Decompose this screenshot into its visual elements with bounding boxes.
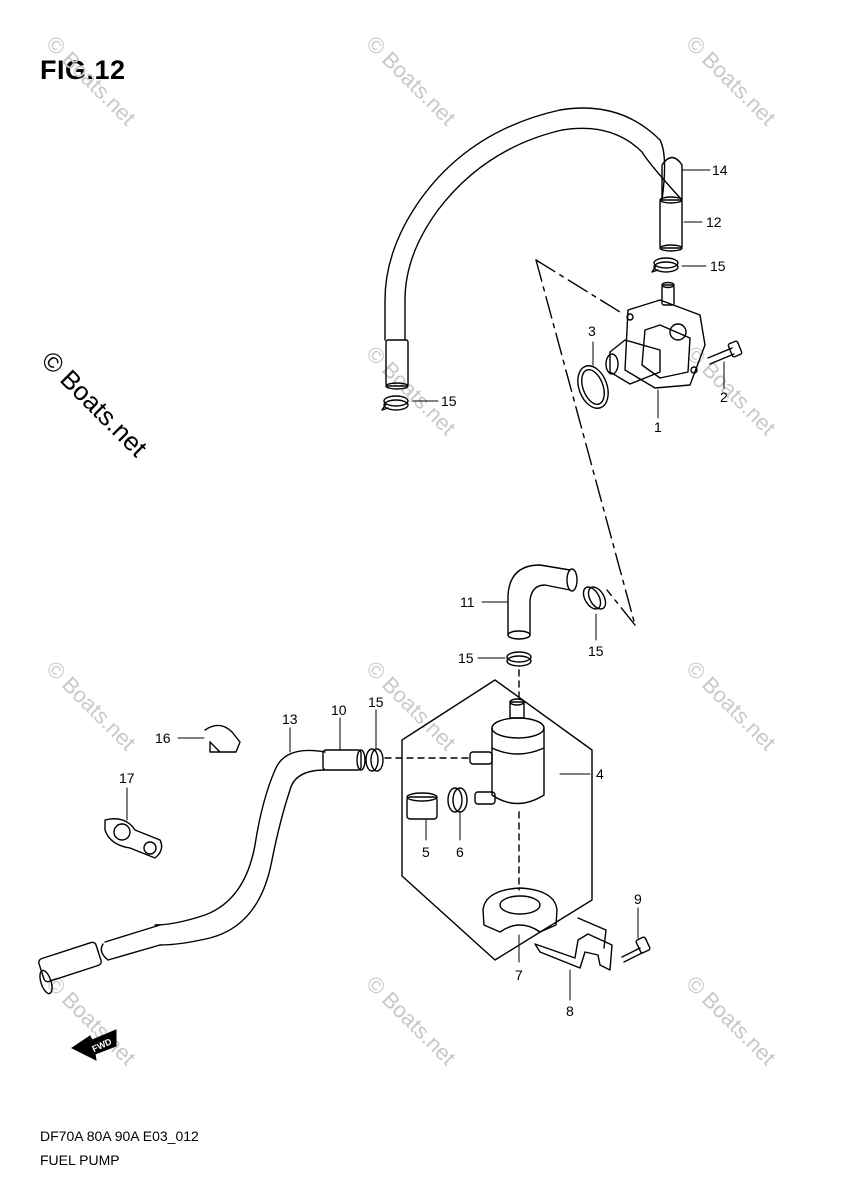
filter-holder-7 (482, 887, 558, 933)
callout-12: 12 (706, 214, 722, 230)
fwd-arrow: FWD (71, 1029, 117, 1061)
callout-16: 16 (155, 730, 171, 746)
clamp-15-filter-left (365, 748, 384, 772)
watermark: © Boats.net (361, 341, 460, 440)
watermark: © Boats.net (41, 656, 140, 755)
bolt-2 (707, 340, 743, 365)
callout-6: 6 (456, 844, 464, 860)
callout-14: 14 (712, 162, 728, 178)
callout-5: 5 (422, 844, 430, 860)
figure-name: FUEL PUMP (40, 1152, 120, 1168)
callout-1: 1 (654, 419, 662, 435)
reference-triangle (535, 259, 636, 626)
callout-15-mid-right: 15 (588, 643, 604, 659)
callout-15-filter-left: 15 (368, 694, 384, 710)
watermark: © Boats.net (681, 31, 780, 130)
callout-17: 17 (119, 770, 135, 786)
hose-14 (384, 107, 683, 341)
watermark: © Boats.net (41, 31, 140, 130)
o-ring-3 (577, 365, 609, 409)
leader-lines (126, 169, 725, 1001)
clip-16 (204, 724, 241, 753)
hose-13 (38, 749, 326, 995)
callout-11: 11 (460, 594, 475, 610)
callout-15-upper-left: 15 (441, 393, 457, 409)
clamp-6 (447, 787, 468, 813)
figure-code: DF70A 80A 90A E03_012 (40, 1128, 199, 1144)
watermark-large: © Boats.net (36, 345, 154, 463)
callout-7: 7 (515, 967, 523, 983)
clip-17 (104, 818, 163, 859)
callout-13: 13 (282, 711, 298, 727)
hose-14-end (385, 339, 409, 390)
clamp-15-mid-right (582, 586, 607, 610)
callout-9: 9 (634, 891, 642, 907)
watermark: © Boats.net (681, 656, 780, 755)
connection-lines (384, 669, 520, 891)
bracket-8 (534, 917, 613, 971)
hose-10 (322, 749, 366, 771)
watermark: © Boats.net (361, 971, 460, 1070)
clamp-15-upper-right (651, 257, 679, 273)
bolt-9 (621, 936, 651, 963)
callout-8: 8 (566, 1003, 574, 1019)
filter-assembly-frame-4 (401, 679, 593, 961)
hose-11 (507, 564, 578, 640)
watermark: © Boats.net (681, 971, 780, 1070)
hose-12 (659, 196, 683, 252)
watermark: © Boats.net (361, 31, 460, 130)
clamp-15-mid (506, 651, 532, 667)
callout-4: 4 (596, 766, 604, 782)
callout-15-mid: 15 (458, 650, 474, 666)
hose-5 (406, 792, 438, 820)
clamp-15-upper-left (381, 395, 409, 411)
callout-2: 2 (720, 389, 728, 405)
callout-3: 3 (588, 323, 596, 339)
fuel-filter (469, 698, 545, 805)
callout-10: 10 (331, 702, 347, 718)
watermarks: © Boats.net © Boats.net © Boats.net © Bo… (36, 31, 781, 1070)
callout-15-upper-right: 15 (710, 258, 726, 274)
fuel-pump-assembly-1 (605, 281, 706, 389)
callout-labels: 14 12 15 15 3 2 1 11 15 15 15 10 13 16 1… (119, 162, 728, 1019)
figure-title: FIG.12 (40, 55, 126, 85)
